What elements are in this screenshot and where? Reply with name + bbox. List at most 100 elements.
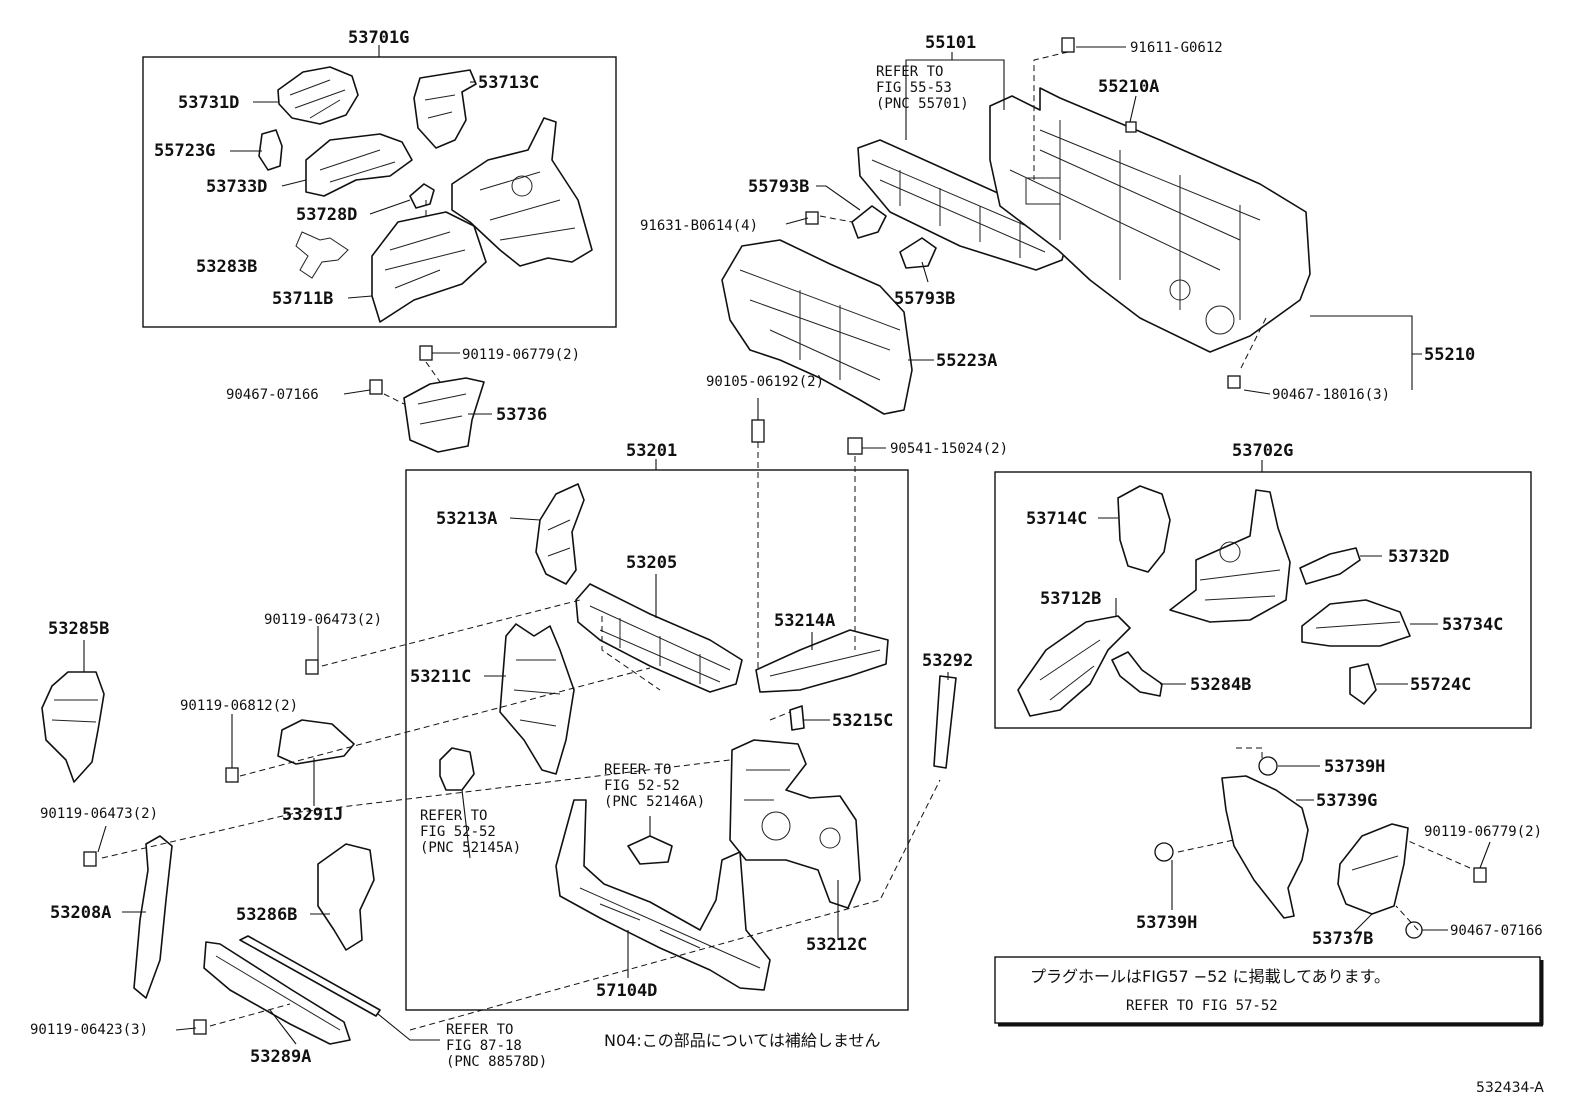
- part-53728D-shape: [409, 183, 435, 209]
- label-53212C: 53212C: [806, 935, 867, 955]
- svg-text:FIG 55-53: FIG 55-53: [876, 80, 952, 96]
- part-refer-52146A-shape: [627, 835, 673, 865]
- part-53215C-shape: [789, 705, 805, 731]
- label-53284B: 53284B: [1190, 675, 1251, 695]
- label-53733D: 53733D: [206, 177, 267, 197]
- dashed-lines: [101, 51, 1471, 1031]
- part-tower-rh-shape: [1169, 489, 1291, 623]
- group-box-53702G: [994, 471, 1532, 729]
- plug-note-box: [994, 956, 1541, 1024]
- label-53739H-b: 53739H: [1136, 913, 1197, 933]
- part-53283B-shape: [295, 231, 349, 279]
- label-53732D: 53732D: [1388, 547, 1449, 567]
- part-53713C-shape: [413, 69, 477, 149]
- part-53732D-shape: [1299, 547, 1361, 585]
- label-53214A: 53214A: [774, 611, 835, 631]
- label-55210: 55210: [1424, 345, 1475, 365]
- part-55210-shape: [989, 87, 1311, 353]
- part-53733D-shape: [305, 133, 413, 197]
- leader-lines: [83, 45, 1491, 1045]
- label-53292: 53292: [922, 651, 973, 671]
- label-55210A: 55210A: [1098, 77, 1159, 97]
- label-55723G: 55723G: [154, 141, 215, 161]
- refer-note-52146A: REFER TO FIG 52-52 (PNC 52146A): [604, 762, 705, 810]
- label-53285B: 53285B: [48, 619, 109, 639]
- part-53712B-shape: [1017, 615, 1131, 717]
- part-55723G-shape: [258, 129, 283, 171]
- label-53701G: 53701G: [348, 28, 409, 48]
- part-53284B-shape: [1111, 651, 1163, 697]
- part-53286B-shape: [317, 843, 375, 951]
- fastener-icons: [83, 37, 1487, 1035]
- label-90119-06812: 90119-06812(2): [180, 698, 298, 714]
- plug-note-en: REFER TO FIG 57-52: [1126, 998, 1278, 1014]
- svg-text:REFER TO: REFER TO: [876, 64, 943, 80]
- part-53291J-shape: [277, 719, 355, 765]
- note-n04: N04:この部品については補給しません: [604, 1031, 880, 1050]
- label-55223A: 55223A: [936, 351, 997, 371]
- part-apron-shape: [451, 117, 593, 267]
- svg-text:(PNC 55701): (PNC 55701): [876, 96, 969, 112]
- part-refer-52145A-shape: [439, 747, 475, 791]
- part-57104D-shape: [555, 799, 771, 991]
- label-90467-07166-a: 90467-07166: [226, 387, 319, 403]
- label-91611-G0612: 91611-G0612: [1130, 40, 1223, 56]
- label-53739H-a: 53739H: [1324, 757, 1385, 777]
- part-55223A-shape: [721, 239, 913, 415]
- label-90541-15024: 90541-15024(2): [890, 441, 1008, 457]
- part-55101-shape: [857, 139, 1071, 271]
- part-53739G-shape: [1221, 775, 1309, 919]
- part-53731D-shape: [277, 66, 359, 125]
- label-55101: 55101: [925, 33, 976, 53]
- label-53291J: 53291J: [282, 805, 343, 825]
- label-55793B-a: 55793B: [748, 177, 809, 197]
- svg-text:(PNC 52145A): (PNC 52145A): [420, 840, 521, 856]
- label-53211C: 53211C: [410, 667, 471, 687]
- part-53205-shape: [575, 583, 743, 693]
- label-53731D: 53731D: [178, 93, 239, 113]
- group-box-53201: [405, 469, 909, 1011]
- label-91631-B0614: 91631-B0614(4): [640, 218, 758, 234]
- part-53212C-shape: [729, 739, 861, 909]
- svg-text:FIG 87-18: FIG 87-18: [446, 1038, 522, 1054]
- part-53213A-shape: [535, 483, 585, 585]
- part-55724C-shape: [1349, 663, 1377, 705]
- svg-text:FIG 52-52: FIG 52-52: [420, 824, 496, 840]
- label-90119-06779-b: 90119-06779(2): [1424, 824, 1542, 840]
- part-53214A-shape: [755, 629, 889, 693]
- label-53201: 53201: [626, 441, 677, 461]
- part-53208A-shape: [133, 835, 173, 999]
- label-53286B: 53286B: [236, 905, 297, 925]
- label-90105-06192: 90105-06192(2): [706, 374, 824, 390]
- label-53714C: 53714C: [1026, 509, 1087, 529]
- label-53713C: 53713C: [478, 73, 539, 93]
- part-53736-shape: [403, 377, 485, 453]
- label-53208A: 53208A: [50, 903, 111, 923]
- part-53734C-shape: [1301, 599, 1411, 647]
- label-53215C: 53215C: [832, 711, 893, 731]
- label-55724C: 55724C: [1410, 675, 1471, 695]
- label-53205: 53205: [626, 553, 677, 573]
- svg-text:REFER TO: REFER TO: [420, 808, 487, 824]
- label-53712B: 53712B: [1040, 589, 1101, 609]
- label-53711B: 53711B: [272, 289, 333, 309]
- part-55793B-a-shape: [851, 205, 887, 239]
- label-90467-07166-b: 90467-07166: [1450, 923, 1543, 939]
- part-53292-shape: [933, 675, 957, 769]
- part-53737B-shape: [1337, 823, 1409, 915]
- plug-note-jp: プラグホールはFIG57 −52 に掲載してあります。: [1030, 967, 1390, 986]
- label-53283B: 53283B: [196, 257, 257, 277]
- part-53711B-shape: [371, 211, 487, 323]
- label-53734C: 53734C: [1442, 615, 1503, 635]
- part-53714C-shape: [1117, 485, 1171, 573]
- label-57104D: 57104D: [596, 981, 657, 1001]
- label-53213A: 53213A: [436, 509, 497, 529]
- svg-text:(PNC 88578D): (PNC 88578D): [446, 1054, 547, 1070]
- label-90119-06473-b: 90119-06473(2): [40, 806, 158, 822]
- part-53285B-shape: [41, 671, 105, 783]
- refer-note-55701: REFER TO FIG 55-53 (PNC 55701): [876, 64, 969, 112]
- part-88578D-strip-shape: [239, 935, 381, 1017]
- label-53702G: 53702G: [1232, 441, 1293, 461]
- refer-note-88578D: REFER TO FIG 87-18 (PNC 88578D): [446, 1022, 547, 1070]
